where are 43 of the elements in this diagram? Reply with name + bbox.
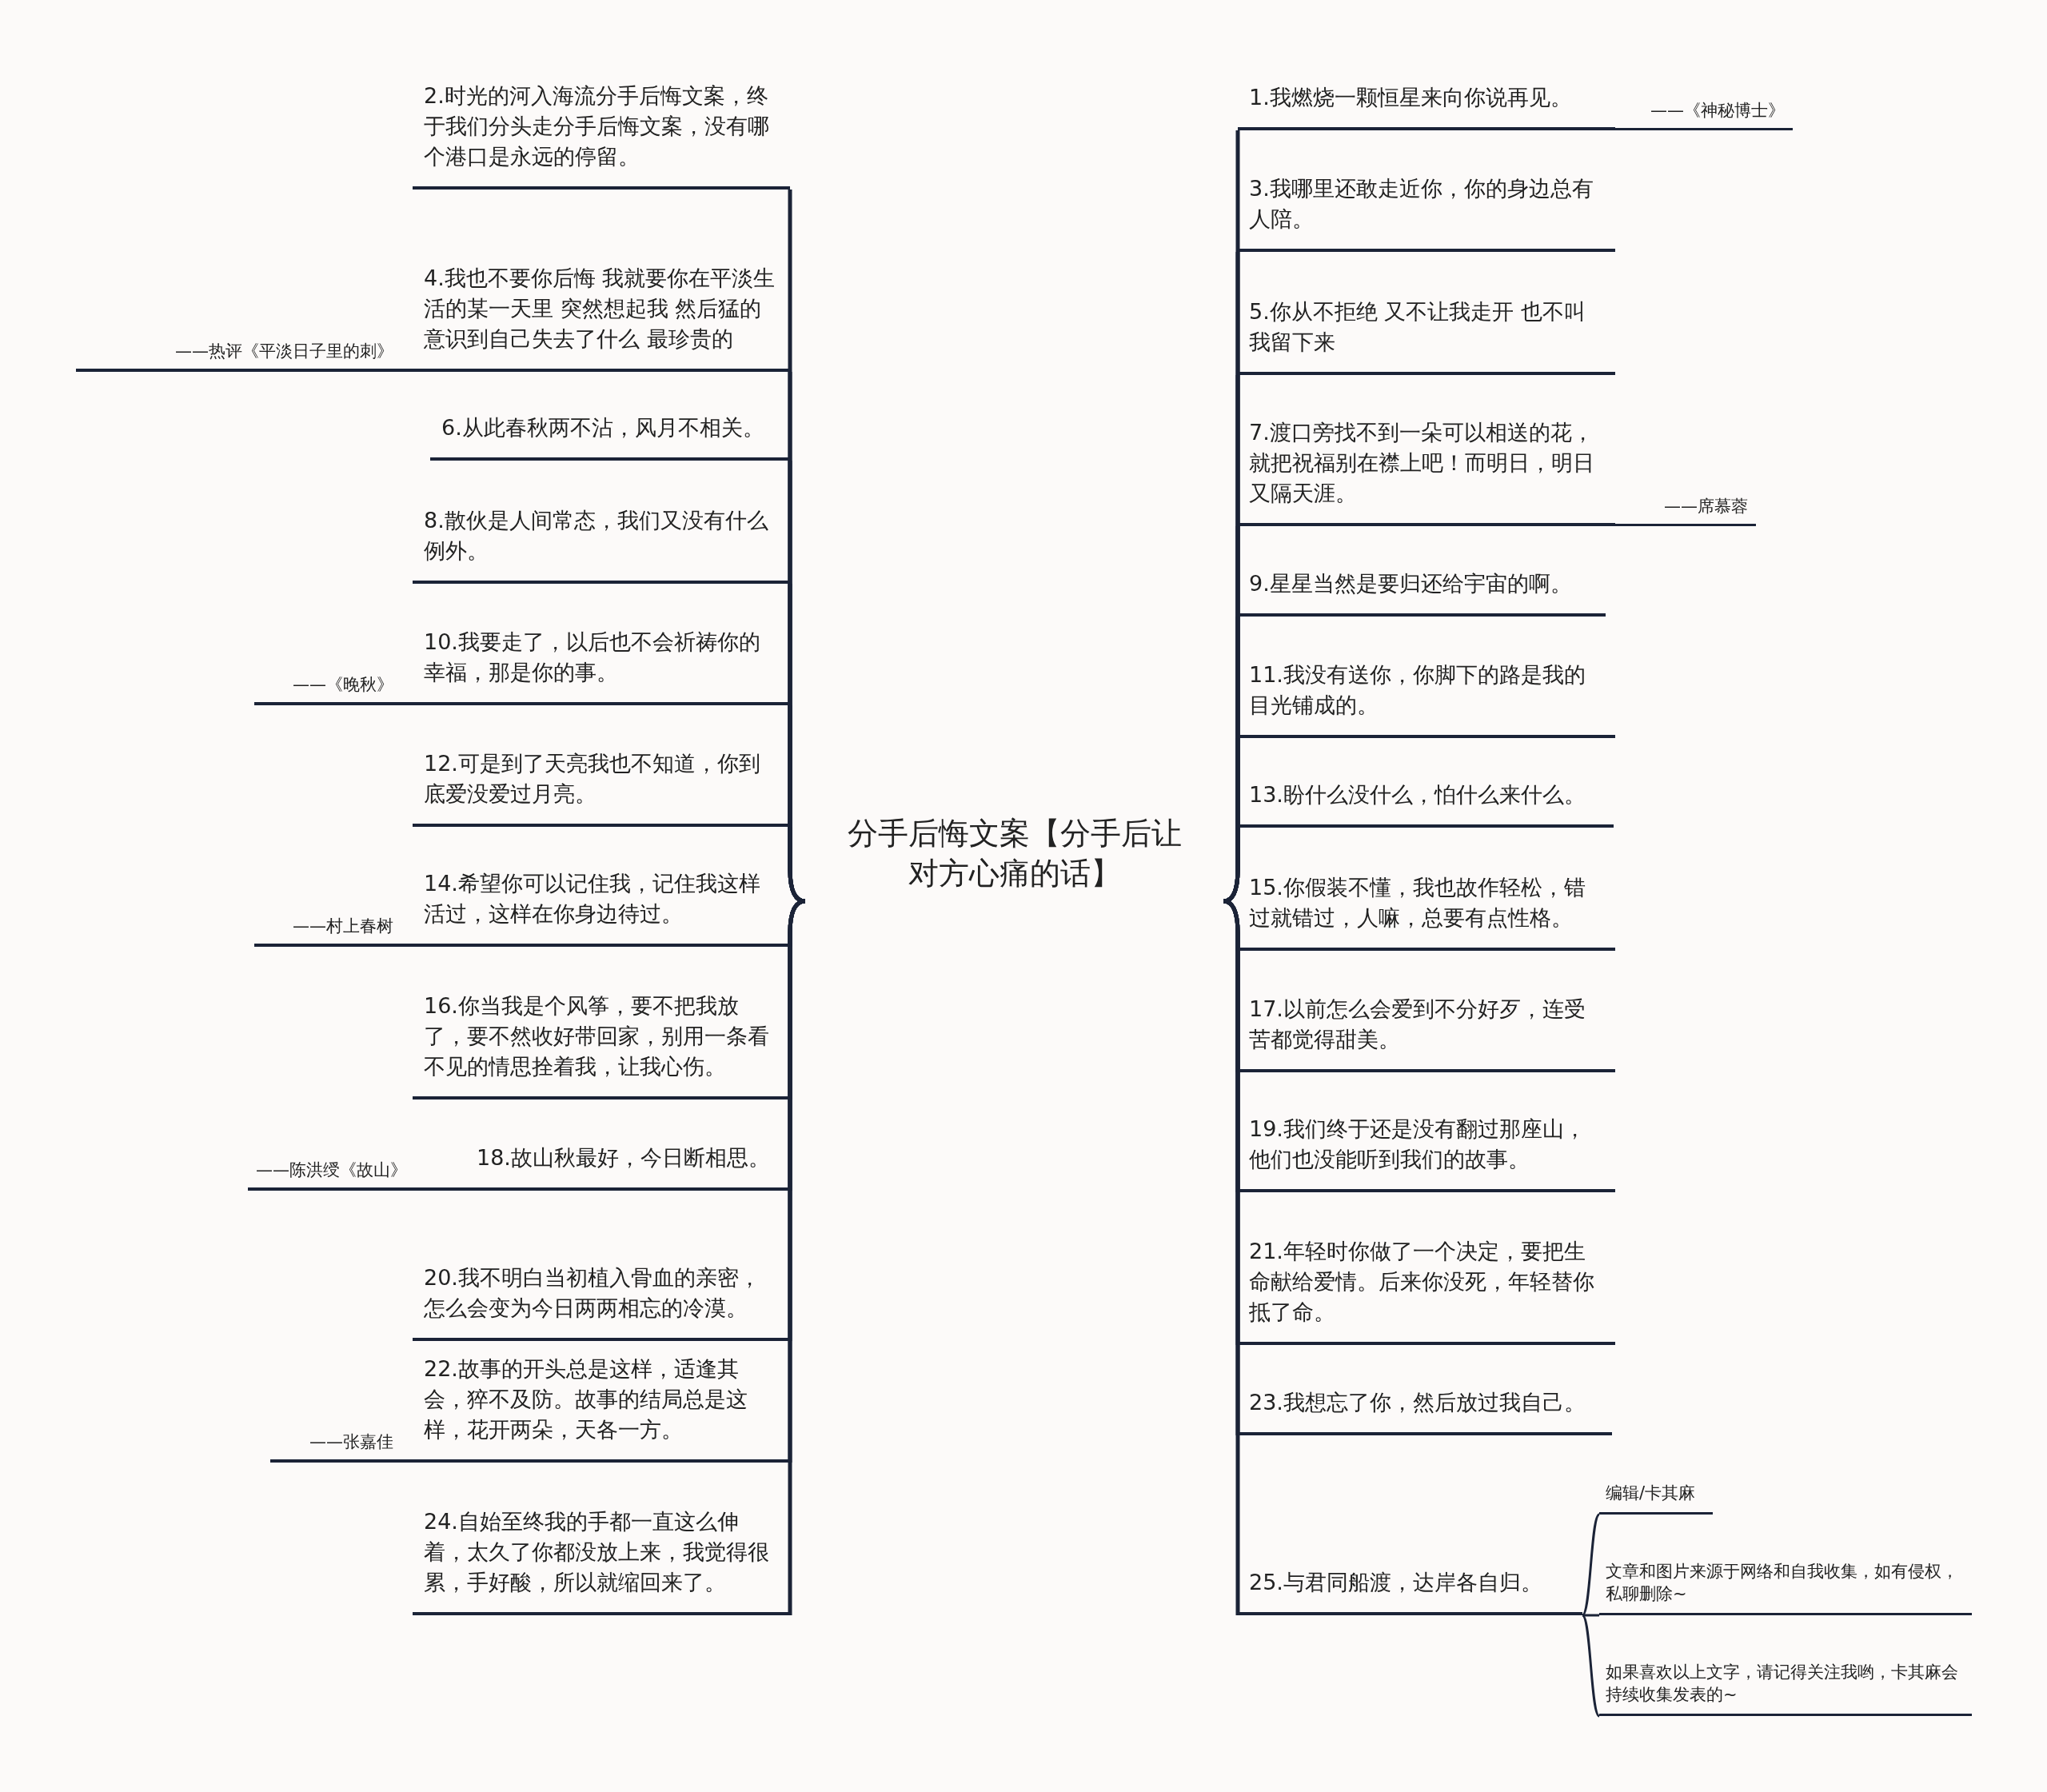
quote-branch: 16.你当我是个风筝，要不把我放了，要不然收好带回家，别用一条看不见的情思拴着我，让我心伤。 (413, 991, 790, 1100)
attribution-text: ——村上春树 (254, 915, 413, 947)
attribution-text: ——《神秘博士》 (1615, 99, 1793, 130)
quote-branch: 10.我要走了，以后也不会祈祷你的幸福，那是你的事。 (413, 627, 790, 705)
branch-line (1581, 1513, 1601, 1617)
quote-branch: 25.与君同船渡，达岸各自归。 (1238, 1567, 1582, 1615)
quote-branch: 11.我没有送你，你脚下的路是我的目光铺成的。 (1238, 660, 1615, 738)
branch-line (1581, 1614, 1601, 1718)
quote-branch: 6.从此春秋两不沾，风月不相关。 (430, 413, 790, 461)
quote-branch: 3.我哪里还敢走近你，你的身边总有人陪。 (1238, 174, 1615, 252)
attribution-text: ——热评《平淡日子里的刺》 (76, 340, 413, 372)
branch-line (1582, 1614, 1599, 1617)
quote-branch: 18.故山秋最好，今日断相思。 (413, 1143, 790, 1191)
quote-branch: 9.星星当然是要归还给宇宙的啊。 (1238, 569, 1606, 617)
note-branch: 编辑/卡其麻 (1599, 1482, 1713, 1515)
branch-line (788, 899, 806, 1615)
quote-branch: 12.可是到了天亮我也不知道，你到底爱没爱过月亮。 (413, 748, 790, 827)
attribution-text: ——《晚秋》 (254, 673, 413, 705)
branch-line (788, 827, 806, 904)
quote-branch: 17.以前怎么会爱到不分好歹，连受苦都觉得甜美。 (1238, 994, 1615, 1072)
quote-branch: 19.我们终于还是没有翻过那座山，他们也没能听到我们的故事。 (1238, 1114, 1615, 1192)
quote-branch: 13.盼什么没什么，怕什么来什么。 (1238, 780, 1614, 828)
attribution-text: ——席慕蓉 (1615, 495, 1756, 526)
attribution-text: ——陈洪绶《故山》 (248, 1159, 413, 1191)
quote-branch: 15.你假装不懂，我也故作轻松，错过就错过，人嘛，总要有点性格。 (1238, 872, 1615, 951)
quote-branch: 7.渡口旁找不到一朵可以相送的花，就把祝福别在襟上吧！而明日，明日又隔天涯。 (1238, 417, 1615, 526)
quote-branch: 4.我也不要你后悔 我就要你在平淡生活的某一天里 突然想起我 然后猛的意识到自己失去了什么 最珍贵的 (413, 263, 790, 372)
central-topic: 分手后悔文案【分手后让对方心痛的话】 (805, 813, 1223, 901)
branch-line (1223, 899, 1240, 1615)
quote-branch: 23.我想忘了你，然后放过我自己。 (1238, 1387, 1612, 1435)
quote-branch: 2.时光的河入海流分手后悔文案，终于我们分头走分手后悔文案，没有哪个港口是永远的停留。 (413, 81, 790, 190)
branch-line (1223, 828, 1240, 904)
attribution-text: ——张嘉佳 (270, 1431, 413, 1463)
quote-branch: 14.希望你可以记住我，记住我这样活过，这样在你身边待过。 (413, 868, 790, 947)
note-branch: 如果喜欢以上文字，请记得关注我哟，卡其麻会持续收集发表的~ (1599, 1661, 1972, 1716)
quote-branch: 8.散伙是人间常态，我们又没有什么例外。 (413, 505, 790, 584)
quote-branch: 24.自始至终我的手都一直这么伸着，太久了你都没放上来，我觉得很累，手好酸，所以就缩回来了。 (413, 1507, 790, 1615)
note-branch: 文章和图片来源于网络和自我收集，如有侵权，私聊删除~ (1599, 1560, 1972, 1615)
quote-branch: 22.故事的开头总是这样，适逢其会，猝不及防。故事的结局总是这样，花开两朵，天各一方。 (413, 1354, 790, 1463)
quote-branch: 20.我不明白当初植入骨血的亲密，怎么会变为今日两两相忘的冷漠。 (413, 1263, 790, 1341)
quote-branch: 1.我燃烧一颗恒星来向你说再见。 (1238, 82, 1615, 130)
quote-branch: 21.年轻时你做了一个决定，要把生命献给爱情。后来你没死，年轻替你抵了命。 (1238, 1236, 1615, 1345)
quote-branch: 5.你从不拒绝 又不让我走开 也不叫我留下来 (1238, 297, 1615, 375)
